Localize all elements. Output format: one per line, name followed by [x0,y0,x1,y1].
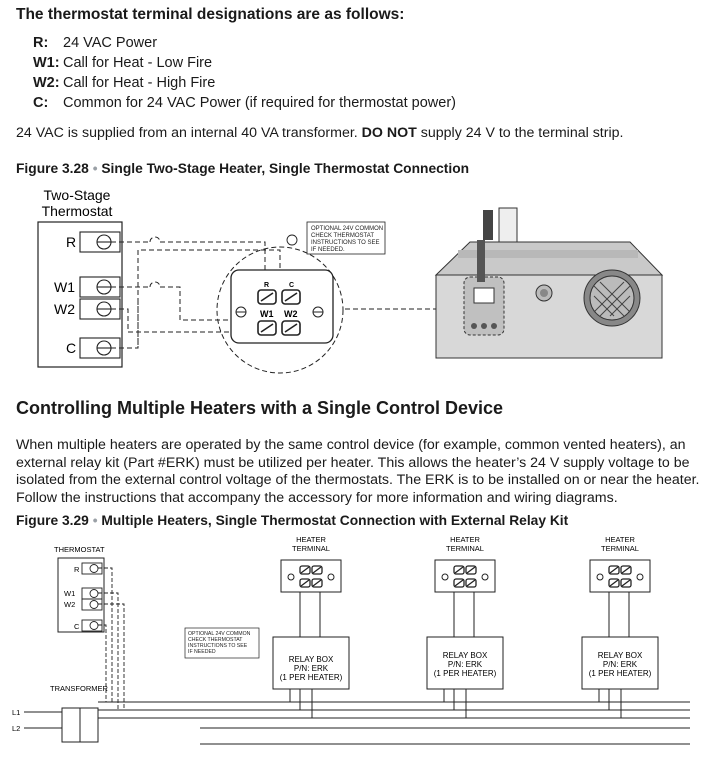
terminal-label-w1: W1 [54,279,75,295]
heater-terminal-strip [230,269,334,344]
heater-terminal-label: HEATER [450,535,480,544]
heater-unit-3: HEATER TERMINAL RELAY BOX P/N: ERK (1 PE… [581,535,659,690]
figure-separator: • [88,513,102,528]
strip-label-w1: W1 [260,309,274,319]
terminal-code: C: [33,95,49,111]
note-line: INSTRUCTIONS TO SEE [311,240,379,246]
transformer-label: TRANSFORMER [50,684,109,693]
note-line: IF NEEDED [188,649,216,655]
relay-label: P/N: ERK [448,660,483,669]
relay-label: RELAY BOX [289,655,334,664]
relay-label: P/N: ERK [294,664,329,673]
strip-screws [257,289,301,336]
terminal-desc: Call for Heat - Low Fire [63,55,213,71]
terminal-designations-heading: The thermostat terminal designations are… [16,6,405,23]
relay-box [272,636,350,690]
terminal-desc: Call for Heat - High Fire [63,75,216,91]
strip-label-c: C [289,282,294,289]
paragraph-line: external relay kit (Part #ERK) must be u… [16,454,690,471]
thermostat-label-line2: Thermostat [42,203,113,219]
optional-common-note-box [306,221,386,255]
section-heading: Controlling Multiple Heaters with a Sing… [16,398,504,418]
note-line: CHECK THERMOSTAT [311,233,374,239]
terminal-label-c: C [66,340,76,356]
supply-note-text: 24 VAC is supplied from an internal 40 V… [16,125,362,141]
thermostat-box [37,221,123,368]
thermostat-label-line1: Two-Stage [44,187,111,203]
heater-terminal-label: HEATER [605,535,635,544]
relay-label: (1 PER HEATER) [434,669,497,678]
figure-3-29-diagram: THERMOSTAT R W1 W2 C OPTIONAL 24V COMMON… [12,535,690,745]
t-label-w2: W2 [64,600,75,609]
wiring-dashed [111,236,460,349]
t-label-w1: W1 [64,589,75,598]
terminal-item-w1: W1:Call for Heat - Low Fire [33,55,212,71]
heater-terminal-label: TERMINAL [292,544,330,553]
supply-note-warning: DO NOT [361,125,417,141]
thermostat-group: THERMOSTAT R W1 W2 C [54,545,105,633]
relay-box [581,636,659,690]
terminal-item-w2: W2:Call for Heat - High Fire [33,75,215,91]
figure-3-28-diagram: Two-Stage Thermostat R W1 W2 C OPTIONAL … [37,187,664,374]
paragraph-line: isolated from the external control volta… [16,472,700,488]
heater-terminal-label: HEATER [296,535,326,544]
terminal-item-c: C: Common for 24 VAC Power (if required f… [33,95,456,111]
figure-number: Figure 3.29 [16,513,89,528]
heater-terminal-label: TERMINAL [446,544,484,553]
relay-label: (1 PER HEATER) [589,669,652,678]
supply-note: 24 VAC is supplied from an internal 40 V… [16,125,623,143]
thermostat-title: THERMOSTAT [54,545,105,554]
relay-label: RELAY BOX [598,651,643,660]
relay-label: (1 PER HEATER) [280,673,343,682]
strip-label-r: R [264,282,269,289]
note-line: INSTRUCTIONS TO SEE [188,643,248,649]
heater-illustration [434,207,664,359]
l2-label: L2 [12,724,20,733]
figure-title: Single Two-Stage Heater, Single Thermost… [101,161,470,176]
supply-note-text-end: supply 24 V to the terminal strip. [416,125,624,141]
terminal-label-w2: W2 [54,301,75,317]
t-label-r: R [74,565,80,574]
figure-number: Figure 3.28 [16,161,89,176]
note-line: OPTIONAL 24V COMMON [188,631,251,637]
terminal-code: R: [33,35,49,51]
magnifier-circle [216,246,344,374]
terminal-item-r: R: 24 VAC Power [33,35,157,51]
control-wiring [98,567,125,710]
terminal-desc: 24 VAC Power [63,35,158,51]
terminal-code: W1: [33,55,60,71]
figure-3-29-caption: Figure 3.29 • Multiple Heaters, Single T… [16,513,568,528]
optional-common-note-box [184,627,260,659]
heater-unit-1: HEATER TERMINAL RELAY BOX P/N: ERK (1 PE… [272,535,350,690]
note-line: CHECK THERMOSTAT [188,637,243,643]
paragraph-line: Follow the instructions that accompany t… [16,489,618,506]
relay-label: RELAY BOX [443,651,488,660]
note-line: IF NEEDED. [311,247,345,253]
relay-drops [289,689,622,718]
heater-terminal-label: TERMINAL [601,544,639,553]
relay-box [426,636,504,690]
terminal-desc: Common for 24 VAC Power (if required for… [63,95,456,111]
note-line: OPTIONAL 24V COMMON [311,226,383,232]
t-label-c: C [74,622,80,631]
terminal-label-r: R [66,234,76,250]
terminal-code: W2: [33,75,60,91]
figure-title: Multiple Heaters, Single Thermostat Conn… [101,513,569,528]
figure-separator: • [88,161,102,176]
figure-3-28-caption: Figure 3.28 • Single Two-Stage Heater, S… [16,161,469,176]
thermostat-box [57,557,105,633]
paragraph-line: When multiple heaters are operated by th… [16,437,686,453]
l1-label: L1 [12,708,20,717]
relay-label: P/N: ERK [603,660,638,669]
power-lines [24,701,690,745]
thermostat-terminal-blocks [79,231,121,359]
strip-label-w2: W2 [284,309,298,319]
section-paragraph: When multiple heaters are operated by th… [16,437,700,507]
thermostat-label: Two-Stage Thermostat [42,187,113,219]
heater-unit-2: HEATER TERMINAL RELAY BOX P/N: ERK (1 PE… [426,535,504,690]
